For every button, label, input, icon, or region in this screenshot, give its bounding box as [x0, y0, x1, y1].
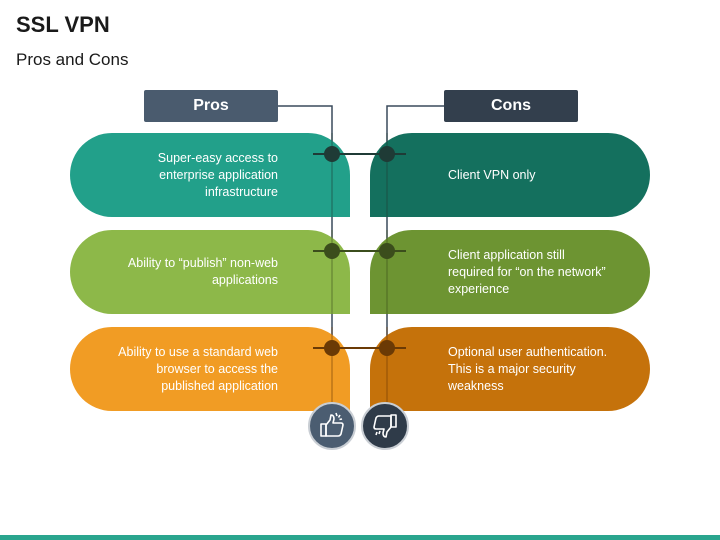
pros-header: Pros	[144, 90, 278, 122]
connector-knob	[324, 243, 340, 259]
cons-item-text: Client VPN only	[448, 167, 536, 182]
pros-item-text: Super-easy access to enterprise applicat…	[157, 150, 278, 199]
thumbs-up-badge	[308, 402, 356, 450]
thumbs-down-icon	[373, 414, 397, 438]
cons-item-text: Client application still required for “o…	[448, 247, 606, 296]
cons-item: Optional user authentication. This is a …	[370, 327, 650, 411]
cons-item: Client VPN only	[370, 133, 650, 217]
connector-knob	[379, 243, 395, 259]
pros-item-text: Ability to “publish” non-web application…	[127, 256, 278, 287]
pros-item: Ability to “publish” non-web application…	[70, 230, 350, 314]
cons-item-text: Optional user authentication. This is a …	[448, 344, 608, 393]
pros-item: Ability to use a standard web browser to…	[70, 327, 350, 411]
connector-knob	[324, 340, 340, 356]
thumbs-down-badge	[361, 402, 409, 450]
cons-item: Client application still required for “o…	[370, 230, 650, 314]
page-title: SSL VPN	[16, 12, 110, 37]
pros-item: Super-easy access to enterprise applicat…	[70, 133, 350, 217]
connector-knob	[379, 146, 395, 162]
connector-knob	[324, 146, 340, 162]
footer-accent-bar	[0, 535, 720, 540]
cons-header: Cons	[444, 90, 578, 122]
pros-item-text: Ability to use a standard web browser to…	[118, 344, 278, 393]
thumbs-up-icon	[320, 412, 344, 437]
page-subtitle: Pros and Cons	[16, 50, 129, 69]
connector-knob	[379, 340, 395, 356]
